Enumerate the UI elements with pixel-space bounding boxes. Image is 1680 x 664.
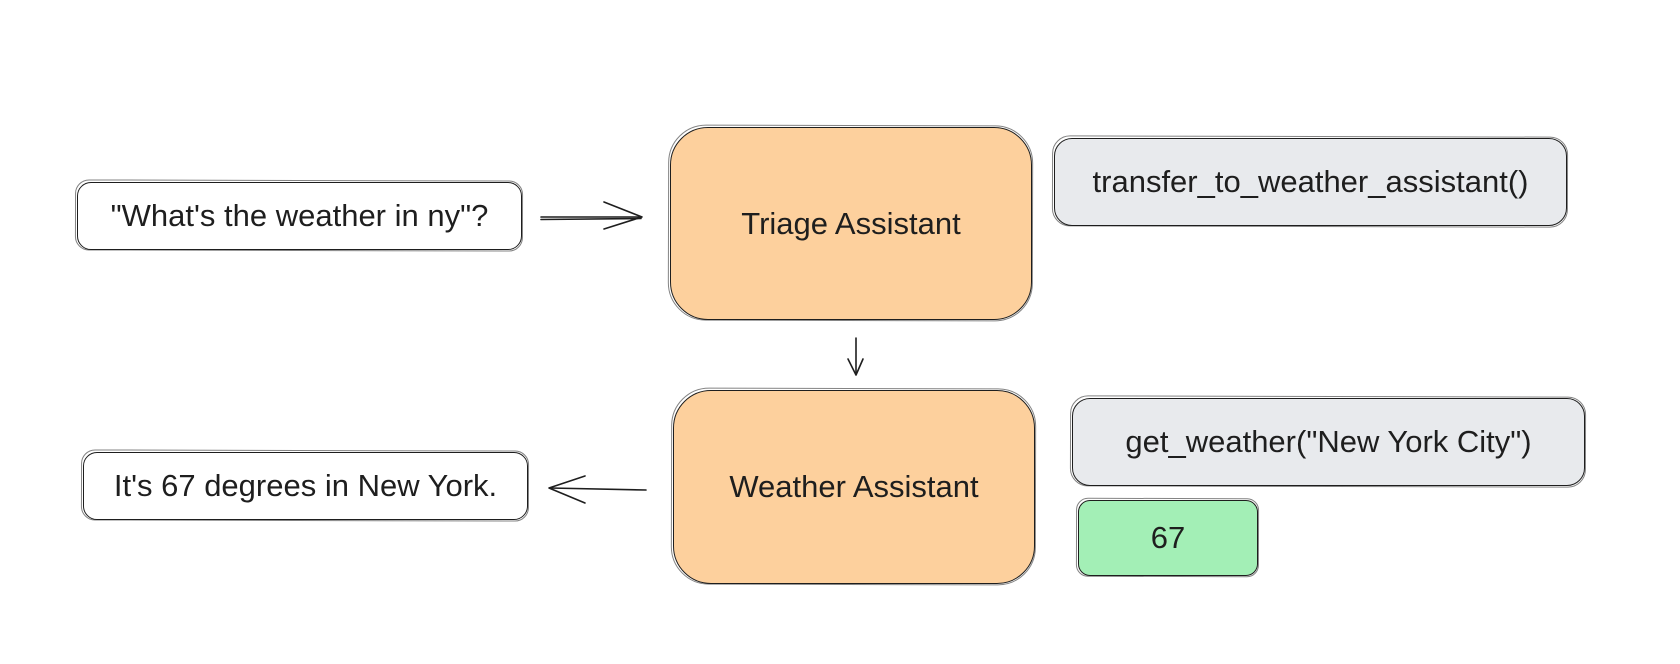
weather-assistant-node: Weather Assistant [673, 390, 1035, 584]
weather-call-box: get_weather("New York City") [1072, 398, 1585, 486]
triage-assistant-label: Triage Assistant [741, 205, 961, 241]
final-reply-text: It's 67 degrees in New York. [113, 468, 498, 503]
transfer-call-text: transfer_to_weather_assistant() [1092, 164, 1529, 199]
final-reply-box: It's 67 degrees in New York. [83, 452, 528, 520]
user-message-text: "What's the weather in ny"? [110, 198, 489, 233]
weather-assistant-label: Weather Assistant [729, 469, 979, 504]
arrow-weather-to-reply [548, 475, 647, 504]
triage-assistant-node: Triage Assistant [670, 127, 1032, 320]
arrow-triage-to-weather [847, 337, 864, 376]
weather-result-text: 67 [1150, 520, 1186, 555]
user-message-box: "What's the weather in ny"? [77, 182, 522, 250]
transfer-call-box: transfer_to_weather_assistant() [1054, 138, 1567, 226]
weather-call-text: get_weather("New York City") [1125, 424, 1532, 459]
weather-result-box: 67 [1078, 500, 1258, 576]
arrow-user-to-triage [540, 201, 643, 230]
